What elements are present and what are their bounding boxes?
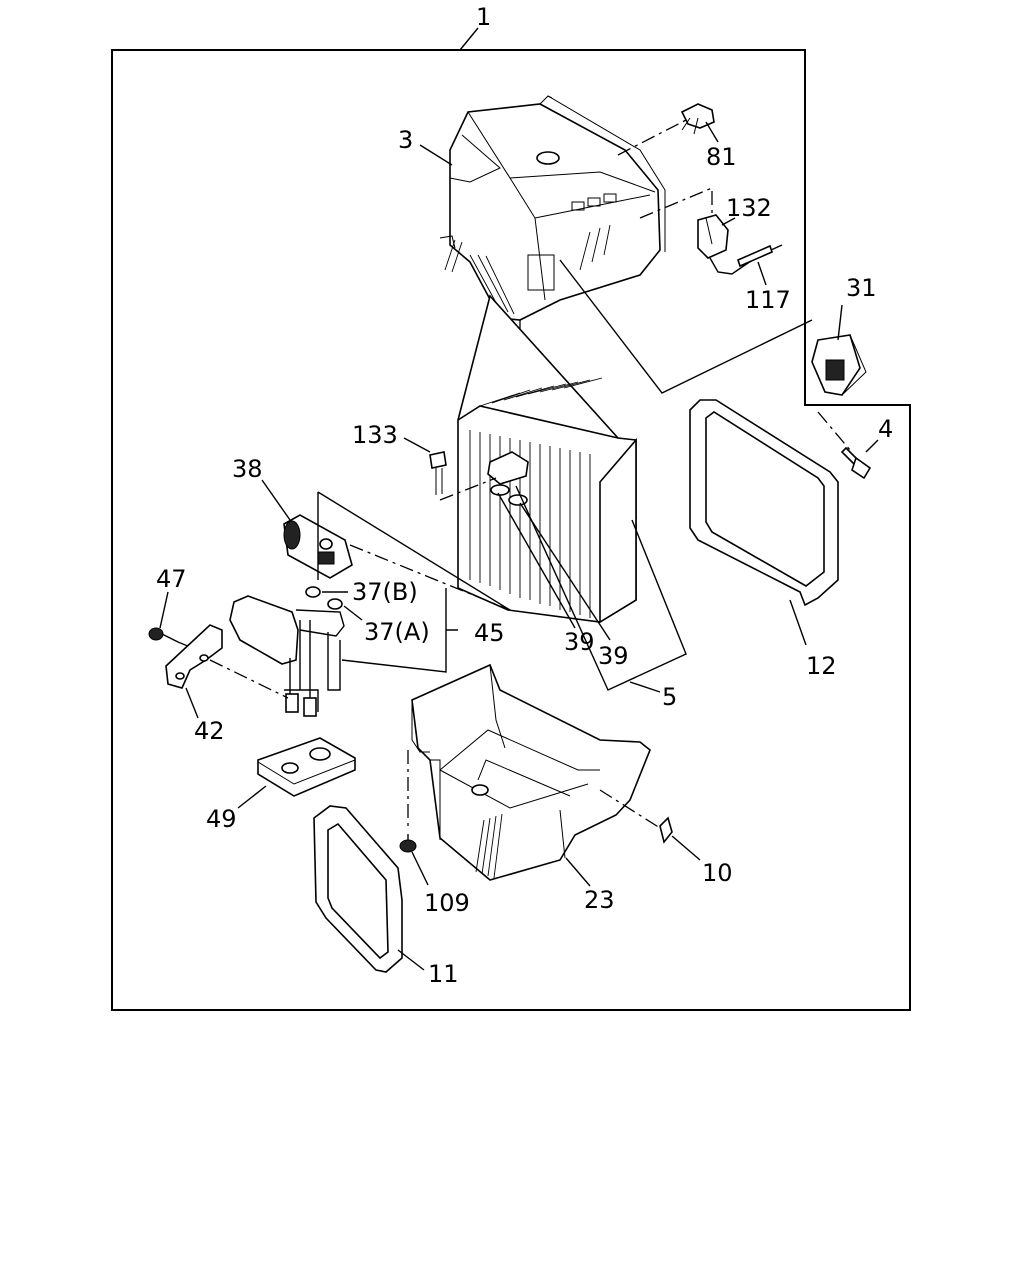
leader-5 [515, 485, 687, 691]
leader-12 [789, 599, 807, 646]
callout-37b: 37(B) [352, 578, 418, 606]
callout-11: 11 [428, 960, 459, 988]
leader-49 [237, 785, 267, 809]
dashline-81 [617, 117, 691, 156]
pipe-assembly-part-45 [229, 595, 345, 717]
o-ring-part-37a [327, 598, 343, 610]
seal-part-12 [689, 399, 839, 607]
leader-47 [159, 591, 169, 629]
dashline-42 [209, 659, 289, 699]
bracket-45 [341, 588, 458, 673]
callout-42: 42 [194, 717, 225, 745]
dashline-133 [439, 477, 497, 501]
leader-39b [519, 502, 611, 641]
resistor-part-31 [811, 334, 867, 396]
clip-part-10 [659, 816, 673, 844]
leader-11 [397, 949, 425, 971]
screw-part-109 [399, 834, 417, 853]
connector-part-132 [697, 214, 729, 259]
lower-case-part-23 [411, 663, 651, 881]
leader-3 [419, 144, 453, 166]
callout-109: 109 [424, 889, 470, 917]
leader-5-tail [629, 681, 661, 693]
screw-part-47 [148, 627, 179, 643]
bracket-part-42 [165, 624, 223, 689]
seal-part-11 [313, 805, 403, 973]
leader-133 [403, 437, 431, 453]
callout-38: 38 [232, 455, 263, 483]
leader-1 [459, 27, 479, 51]
callout-23: 23 [584, 886, 615, 914]
leader-10 [671, 835, 701, 861]
callout-117: 117 [745, 286, 791, 314]
leader-132 [721, 217, 736, 226]
leader-109 [411, 851, 429, 886]
callout-1: 1 [476, 3, 491, 31]
evaporator-part-5 [457, 294, 637, 624]
pad-part-49 [257, 737, 356, 797]
callout-39a: 39 [564, 628, 595, 656]
callout-81: 81 [706, 143, 737, 171]
callout-49: 49 [206, 805, 237, 833]
o-ring-part-37b [305, 586, 321, 598]
leader-31 [837, 304, 843, 341]
callout-3: 3 [398, 126, 413, 154]
bolt-part-133 [429, 451, 447, 495]
dashline-10 [599, 789, 661, 829]
dashline-4 [817, 411, 851, 451]
callout-132: 132 [726, 194, 772, 222]
callout-39b: 39 [598, 642, 629, 670]
thermistor-part-117 [709, 244, 783, 275]
leader-117 [757, 261, 767, 286]
callout-47: 47 [156, 565, 187, 593]
callout-31: 31 [846, 274, 877, 302]
leader-37a [343, 605, 363, 621]
dashline-38 [349, 544, 511, 611]
leader-81 [705, 121, 719, 143]
upper-case-part-3 [439, 95, 666, 321]
callout-45: 45 [474, 619, 505, 647]
leader-39a [497, 492, 576, 629]
leader-38 [261, 479, 291, 521]
callout-133: 133 [352, 421, 398, 449]
leader-42 [185, 687, 199, 719]
callout-10: 10 [702, 859, 733, 887]
leader-23 [565, 857, 591, 887]
screw-part-4 [840, 446, 872, 480]
assembly-frame [111, 49, 911, 1011]
line-31-to-case [559, 259, 813, 394]
sensor-clip-part-81 [680, 103, 715, 135]
bracket-38-37 [317, 491, 511, 611]
leader-4 [865, 439, 879, 453]
callout-5: 5 [662, 683, 677, 711]
callout-37a: 37(A) [364, 618, 430, 646]
callout-12: 12 [806, 652, 837, 680]
callout-4: 4 [878, 415, 893, 443]
